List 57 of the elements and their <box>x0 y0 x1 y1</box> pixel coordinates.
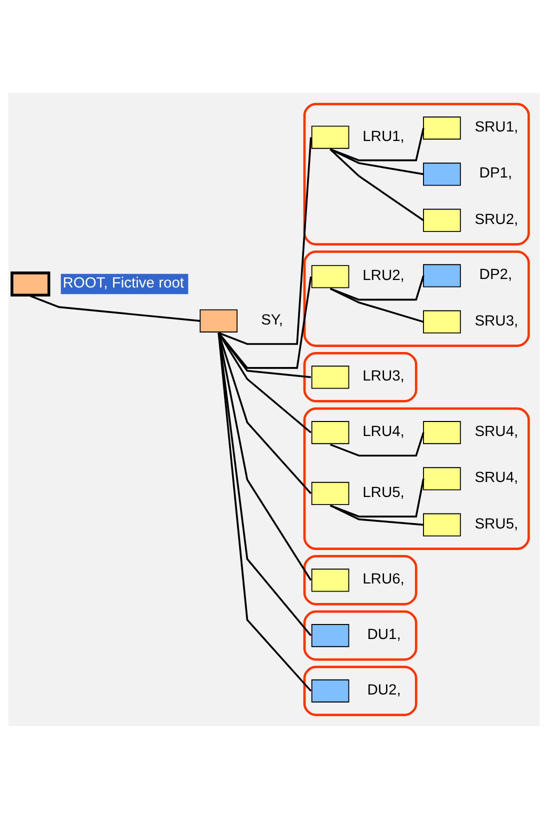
node-box <box>311 624 350 647</box>
node-label: DU1, <box>367 626 401 643</box>
node-label: LRU6, <box>362 571 404 588</box>
connector <box>330 148 424 221</box>
connector <box>218 136 312 344</box>
node-box <box>311 678 350 702</box>
connector <box>330 148 424 175</box>
node-label: DU2, <box>367 682 401 698</box>
node-label: LRU4, <box>362 424 404 440</box>
node-label: SRU1, <box>474 119 518 136</box>
node-box <box>423 264 461 287</box>
connector <box>330 127 424 161</box>
node-box <box>311 420 350 444</box>
node-box <box>423 208 461 232</box>
node-label: ROOT, Fictive root <box>62 275 184 292</box>
connector <box>30 294 200 322</box>
node-box <box>10 271 50 296</box>
node-box <box>200 308 238 332</box>
connector <box>330 504 424 526</box>
node-label: SRU4, <box>474 424 518 440</box>
cluster <box>303 406 530 550</box>
node-label: SRU2, <box>474 211 518 228</box>
connector <box>330 274 424 300</box>
node-label: DP1, <box>479 165 512 182</box>
node-label: SRU4, <box>474 470 518 486</box>
cluster <box>303 352 418 402</box>
node-box <box>423 162 461 186</box>
cluster <box>303 610 418 660</box>
node-box <box>311 264 350 288</box>
cluster <box>303 665 418 716</box>
node-box <box>311 568 350 592</box>
connector <box>218 332 312 433</box>
node-label: LRU3, <box>362 368 404 384</box>
node-box <box>423 420 461 444</box>
node-label: DP2, <box>479 266 512 283</box>
node-label: SRU5, <box>474 516 518 532</box>
connector <box>330 432 424 456</box>
connector <box>218 332 312 692</box>
node-box <box>423 512 461 536</box>
connector <box>330 478 424 517</box>
cluster <box>303 102 530 245</box>
node-box <box>311 481 350 504</box>
node-box <box>311 125 350 148</box>
node-label: LRU2, <box>362 268 404 284</box>
connector <box>218 332 312 494</box>
cluster <box>303 250 530 346</box>
node-box <box>311 365 350 388</box>
node-box <box>423 310 461 333</box>
node-label: SRU3, <box>474 312 518 329</box>
connector <box>330 287 424 322</box>
node-box <box>423 466 461 490</box>
node-box <box>423 116 461 140</box>
node-label: LRU5, <box>362 484 404 500</box>
connector <box>218 332 312 636</box>
cluster <box>303 554 418 605</box>
node-label: SY, <box>261 312 283 328</box>
node-label: LRU1, <box>362 128 404 144</box>
